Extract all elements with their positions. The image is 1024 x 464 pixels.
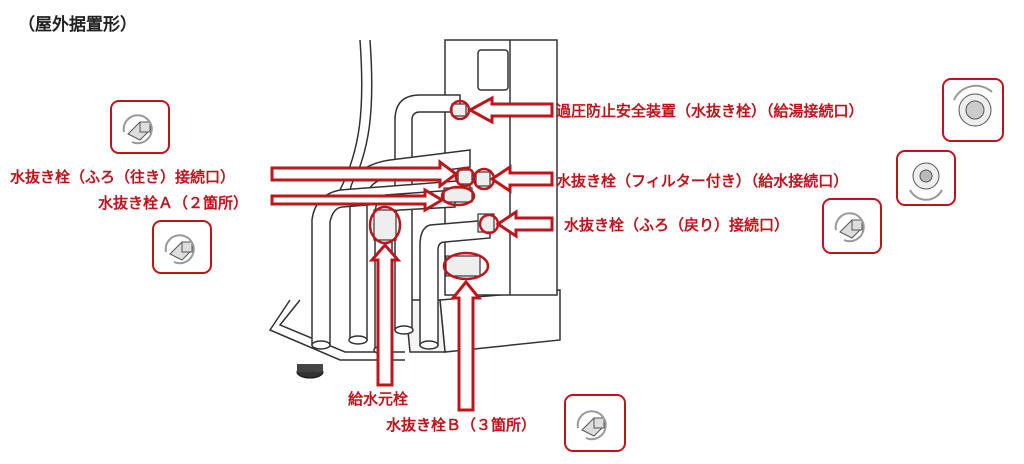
arrow-bath-out [270, 159, 459, 189]
inset-filter-plug [896, 150, 956, 206]
arrow-filter [489, 164, 554, 194]
diagram-title: （屋外据置形） [18, 15, 137, 35]
label-drain-a: 水抜き栓Ａ（２箇所） [98, 194, 249, 212]
highlight-drain-a [440, 185, 476, 207]
inset-drain-plug-3 [822, 198, 882, 254]
label-supply-valve: 給水元栓 [348, 390, 409, 408]
drain-plug-rotate-icon [834, 212, 865, 243]
hot-water-connection-rotate-icon [953, 84, 993, 127]
label-drain-b: 水抜き栓Ｂ（３箇所） [386, 416, 537, 434]
arrow-overpressure [466, 95, 554, 125]
drain-plug-rotate-icon [122, 114, 153, 145]
inset-drain-plug-4 [564, 394, 626, 452]
filter-plug-rotate-icon [909, 162, 943, 201]
arrow-drain-a [270, 187, 445, 213]
drain-plug-rotate-icon [164, 234, 195, 265]
arrow-supply [368, 242, 402, 387]
label-drain-bath-out: 水抜き栓（ふろ（往き）接続口） [10, 168, 236, 186]
inset-drain-plug-1 [110, 100, 170, 154]
label-overpressure: 過圧防止安全装置（水抜き栓）（給湯接続口） [556, 102, 864, 120]
label-drain-filter: 水抜き栓（フィルター付き）（給水接続口） [556, 172, 849, 190]
label-drain-bath-return: 水抜き栓（ふろ（戻り）接続口） [564, 216, 790, 234]
inset-hot-water-connection [942, 78, 1004, 142]
arrow-bath-return [495, 209, 554, 239]
inset-drain-plug-2 [152, 220, 212, 274]
arrow-drain-b [449, 279, 483, 412]
drain-plug-rotate-icon [576, 410, 607, 441]
highlight-drain-b [442, 251, 490, 281]
